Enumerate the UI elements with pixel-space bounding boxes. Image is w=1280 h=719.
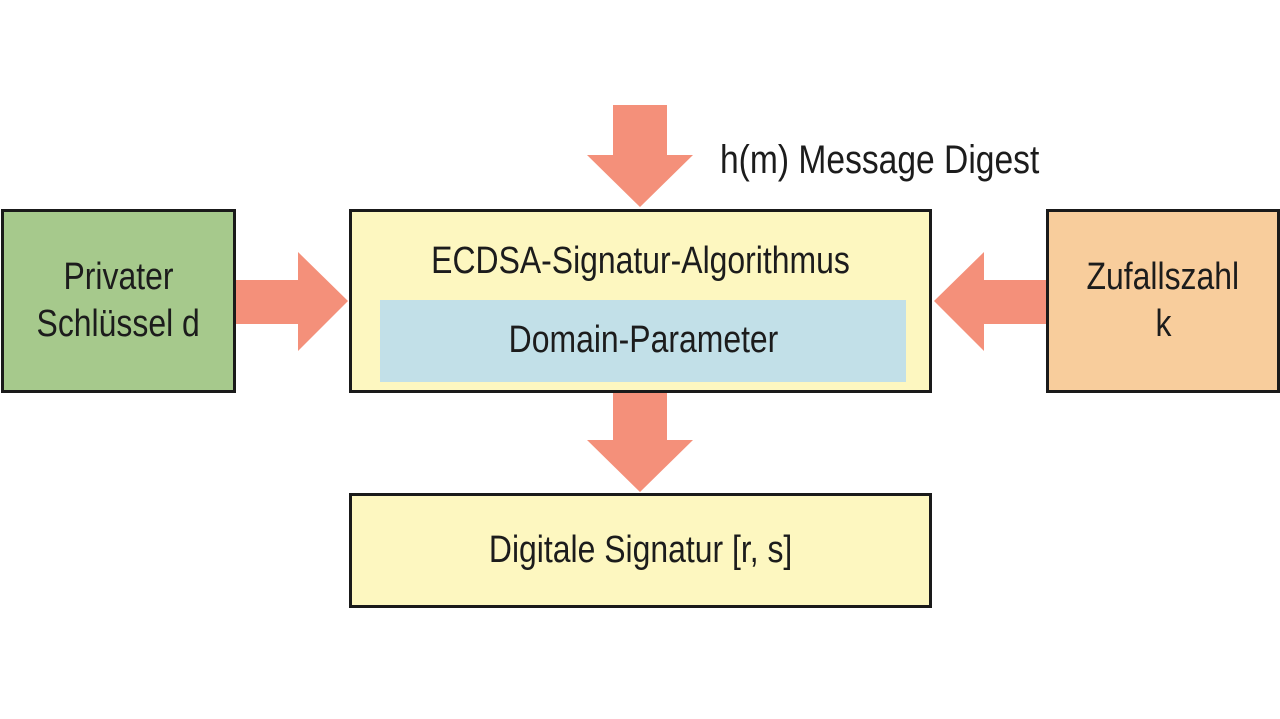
domain-parameters-box: Domain-Parameter — [380, 300, 906, 382]
algorithm-title-wrap: ECDSA-Signatur-Algorithmus — [352, 238, 929, 286]
message-digest-label: h(m) Message Digest — [720, 138, 1040, 182]
signature-algorithm-box: ECDSA-Signatur-Algorithmus Domain-Parame… — [349, 209, 932, 393]
algorithm-title: ECDSA-Signatur-Algorithmus — [431, 240, 850, 282]
private-key-line1: Privater — [63, 255, 174, 298]
signature-arrow — [587, 393, 693, 492]
random-number-line2: k — [1155, 303, 1171, 345]
digest-arrow — [587, 105, 693, 207]
private-key-arrow — [236, 252, 348, 351]
private-key-line2: Schlüssel d — [36, 303, 201, 345]
private-key-box: Privater Schlüssel d — [1, 209, 236, 393]
random-number-box: Zufallszahl k — [1046, 209, 1280, 393]
digital-signature-label: Digitale Signatur [r, s] — [488, 528, 793, 571]
random-number-line1: Zufallszahl — [1086, 255, 1240, 298]
digital-signature-box: Digitale Signatur [r, s] — [349, 493, 932, 608]
domain-parameters-label: Domain-Parameter — [508, 319, 778, 362]
random-number-arrow — [934, 252, 1046, 351]
